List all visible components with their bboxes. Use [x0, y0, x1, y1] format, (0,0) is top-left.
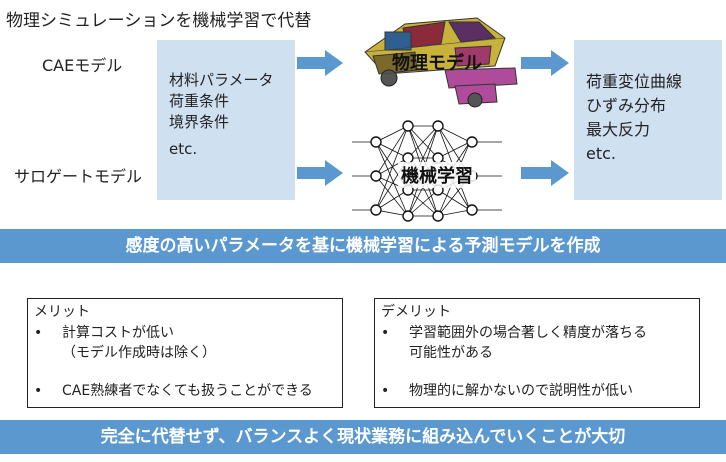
- merits-list: • 計算コストが低い （モデル作成時は除く） • CAE熟練者でなくても扱うこと…: [34, 323, 336, 401]
- list-item: • CAE熟練者でなくても扱うことができる: [34, 381, 336, 401]
- bullet-icon: •: [34, 325, 43, 341]
- cae-model-label: CAEモデル: [42, 56, 123, 75]
- input-item: 材料パラメータ: [169, 71, 274, 89]
- arrow-right-icon: [297, 50, 343, 76]
- arrow-right-icon: [521, 50, 569, 76]
- output-item: etc.: [586, 144, 616, 163]
- list-item-text: 学習範囲外の場合著しく精度が落ちる: [409, 325, 647, 341]
- output-item: 荷重変位曲線: [586, 72, 683, 91]
- list-item-text: 計算コストが低い: [62, 325, 174, 341]
- surrogate-model-label: サロゲートモデル: [14, 167, 143, 186]
- input-parameters-box: 材料パラメータ 荷重条件 境界条件 etc.: [157, 40, 295, 200]
- list-item-text: 物理的に解かないので説明性が低い: [409, 383, 633, 399]
- arrow-right-icon: [297, 160, 343, 186]
- list-item-text: （モデル作成時は除く）: [62, 345, 216, 361]
- list-item: • 計算コストが低い （モデル作成時は除く）: [34, 323, 336, 363]
- physics-model-label: 物理モデル: [392, 53, 482, 74]
- summary-banner-top: 感度の高いパラメータを基に機械学習による予測モデルを作成: [0, 229, 726, 263]
- input-item: 荷重条件: [169, 92, 230, 110]
- output-item: ひずみ分布: [586, 96, 667, 115]
- list-item: • 物理的に解かないので説明性が低い: [381, 381, 693, 401]
- input-item: etc.: [169, 140, 198, 158]
- merits-title: メリット: [34, 304, 90, 320]
- bullet-icon: •: [34, 383, 43, 399]
- demerits-list: • 学習範囲外の場合著しく精度が落ちる 可能性がある • 物理的に解かないので説…: [381, 323, 693, 401]
- demerits-card: デメリット • 学習範囲外の場合著しく精度が落ちる 可能性がある • 物理的に解…: [374, 298, 700, 408]
- car-fem-model-icon: [364, 17, 518, 108]
- merits-card: メリット • 計算コストが低い （モデル作成時は除く） • CAE熟練者でなくて…: [27, 298, 343, 408]
- output-list: 荷重変位曲線 ひずみ分布 最大反力 etc.: [586, 70, 682, 166]
- list-item-text: 可能性がある: [409, 345, 493, 361]
- demerits-title: デメリット: [381, 304, 451, 320]
- ml-model-label: 機械学習: [398, 162, 476, 188]
- bullet-icon: •: [381, 325, 390, 341]
- input-list: 材料パラメータ 荷重条件 境界条件 etc.: [169, 70, 274, 160]
- list-item-text: CAE熟練者でなくても扱うことができる: [62, 383, 313, 399]
- page-title: 物理シミュレーションを機械学習で代替: [6, 11, 312, 31]
- output-results-box: 荷重変位曲線 ひずみ分布 最大反力 etc.: [574, 40, 722, 200]
- bullet-icon: •: [381, 383, 390, 399]
- list-item: • 学習範囲外の場合著しく精度が落ちる 可能性がある: [381, 323, 693, 363]
- summary-banner-bottom: 完全に代替せず、バランスよく現状業務に組み込んでいくことが大切: [0, 420, 726, 454]
- output-item: 最大反力: [586, 120, 651, 139]
- input-item: 境界条件: [169, 113, 230, 131]
- arrow-right-icon: [521, 160, 569, 186]
